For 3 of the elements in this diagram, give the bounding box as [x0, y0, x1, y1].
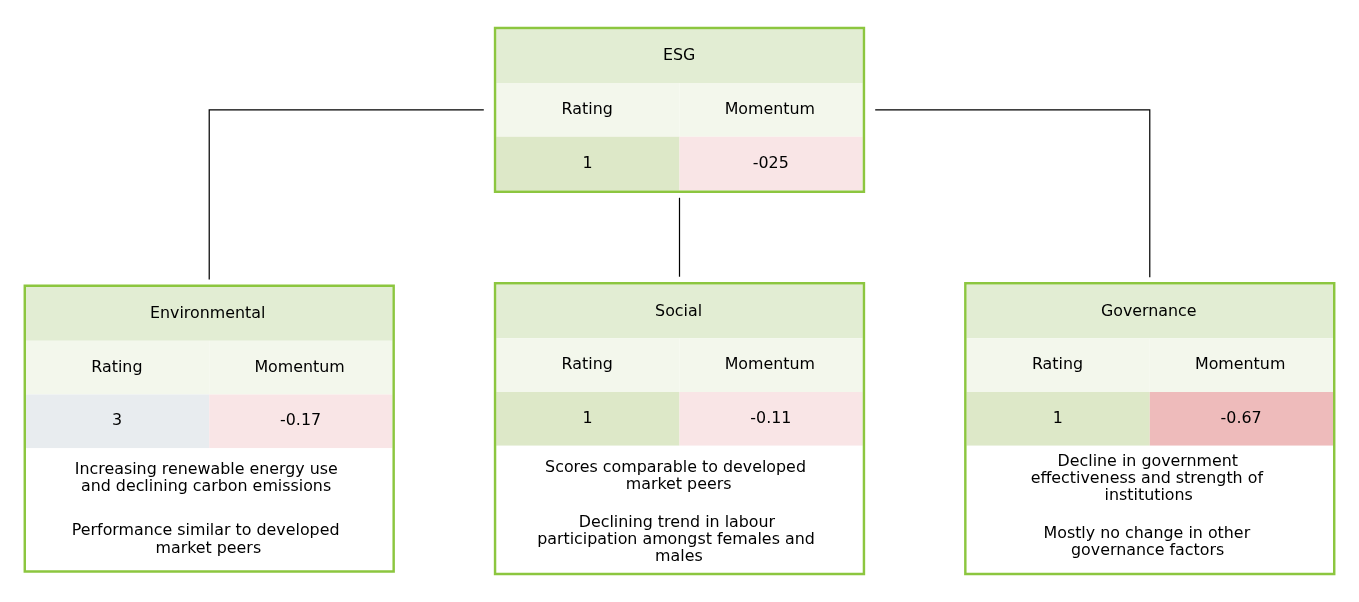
connector	[208, 109, 485, 281]
connector	[874, 109, 1151, 278]
connector	[678, 197, 681, 278]
